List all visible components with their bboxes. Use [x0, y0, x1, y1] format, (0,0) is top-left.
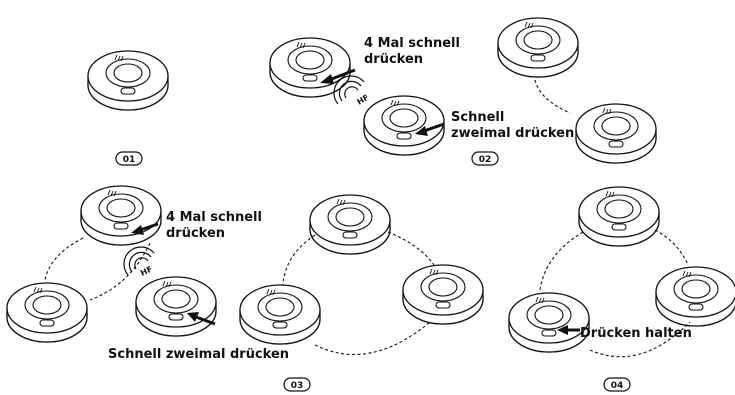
press-arrow — [139, 222, 159, 232]
smoke-detector-icon — [402, 264, 484, 325]
instruction-second: Schnell zweimal drücken — [108, 347, 289, 362]
instruction-hold: Drücken halten — [580, 326, 692, 341]
step-label-01: 01 — [123, 155, 136, 165]
instruction-second-line2: zweimal drücken — [451, 126, 574, 141]
instruction-first-line1: 4 Mal schnell — [364, 36, 460, 51]
smoke-detector-icon — [363, 95, 445, 156]
arrowhead — [557, 325, 568, 335]
panel-01: 01 — [87, 50, 169, 166]
panel-02: HF 4 Mal schnell drücken Schnell zweimal… — [269, 17, 657, 166]
arrowhead — [320, 74, 334, 84]
link-line — [654, 229, 689, 266]
arrowhead — [131, 225, 144, 235]
press-arrow — [423, 122, 445, 133]
hf-label: HF — [139, 265, 154, 278]
smoke-detector-icon — [80, 185, 162, 246]
link-line — [534, 79, 571, 114]
step-label-04: 04 — [611, 381, 624, 391]
instruction-first-line2: drücken — [364, 52, 423, 67]
step-badge-01 — [115, 151, 143, 166]
link-line — [282, 234, 316, 286]
instruction-second-line1: Schnell — [451, 110, 504, 125]
link-line — [387, 231, 435, 266]
link-line — [539, 231, 584, 291]
link-line — [589, 321, 691, 358]
arrowhead — [415, 126, 428, 136]
instruction-first-line2: drücken — [166, 226, 225, 241]
link-line — [314, 321, 431, 355]
instruction-first-line1: 4 Mal schnell — [166, 210, 262, 225]
smoke-detector-icon — [578, 186, 660, 247]
step-badge-02 — [471, 151, 499, 166]
smoke-detector-icon — [575, 103, 657, 164]
smoke-detector-icon — [135, 276, 217, 337]
smoke-detector-icon — [239, 284, 321, 345]
hf-label: HF — [356, 93, 371, 107]
panel-03: HF 4 Mal schnell drücken Schnell zweimal… — [6, 185, 484, 392]
smoke-detector-icon — [269, 37, 351, 98]
step-label-03: 03 — [291, 381, 304, 391]
step-badge-04 — [603, 377, 631, 392]
smoke-detector-icon — [87, 50, 169, 111]
arrowhead — [187, 312, 199, 322]
panel-04: Drücken halten 04 — [508, 186, 735, 392]
smoke-detector-icon — [309, 194, 391, 255]
press-arrow — [328, 68, 356, 82]
smoke-detector-icon — [508, 292, 590, 353]
link-line — [44, 237, 84, 281]
press-arrow — [195, 315, 216, 326]
step-label-02: 02 — [479, 155, 492, 165]
step-badge-03 — [283, 377, 311, 392]
smoke-detector-icon — [6, 282, 88, 343]
smoke-detector-icon — [655, 266, 735, 327]
smoke-detector-icon — [497, 17, 579, 78]
